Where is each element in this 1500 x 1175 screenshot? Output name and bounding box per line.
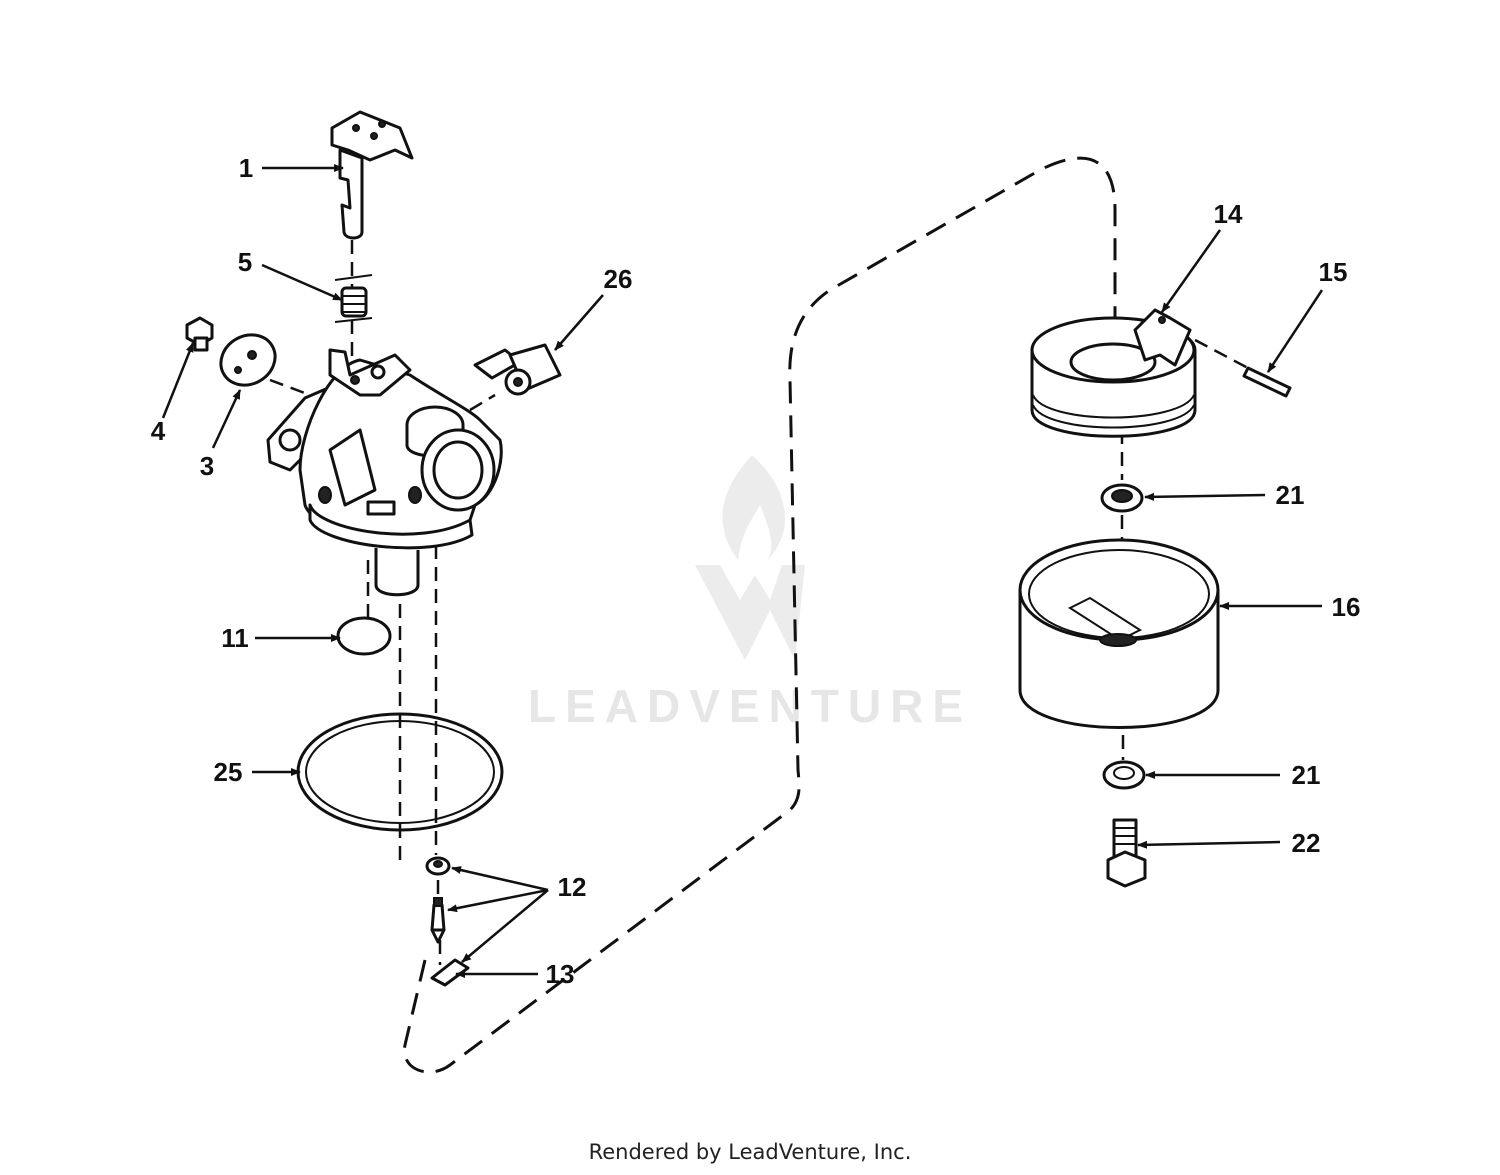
callout-14: 14 xyxy=(1214,199,1243,229)
axis-line-fitting xyxy=(469,393,496,412)
callout-12: 12 xyxy=(558,872,587,902)
part-spring xyxy=(334,274,373,323)
callout-5: 5 xyxy=(238,247,252,277)
part-carburetor-body xyxy=(266,348,503,597)
part-welch-plug xyxy=(336,616,392,656)
part-bowl-seal-upper xyxy=(1100,483,1144,513)
axis-line-needle xyxy=(434,545,442,965)
part-fuel-fitting xyxy=(473,343,562,396)
part-float-bowl xyxy=(1018,538,1220,729)
part-bowl-seal-lower xyxy=(1102,760,1146,790)
part-needle-clip xyxy=(430,958,470,987)
footer-credit: Rendered by LeadVenture, Inc. xyxy=(588,1140,912,1164)
callout-13: 13 xyxy=(546,959,575,989)
part-throttle-shaft xyxy=(330,110,414,240)
part-float xyxy=(1030,308,1197,438)
callout-leaders xyxy=(161,164,1324,978)
callout-25: 25 xyxy=(214,757,243,787)
part-screw xyxy=(185,316,214,352)
callout-21-lower: 21 xyxy=(1292,760,1321,790)
callout-11: 11 xyxy=(221,623,249,653)
axis-line-float-pin xyxy=(1194,338,1249,370)
callout-22: 22 xyxy=(1292,828,1321,858)
watermark-text: LEADVENTURE xyxy=(528,680,972,732)
watermark-logo xyxy=(695,455,805,660)
callout-16: 16 xyxy=(1332,592,1361,622)
callout-4: 4 xyxy=(151,416,166,446)
callout-26: 26 xyxy=(604,264,633,294)
part-needle-washer xyxy=(425,856,451,876)
part-bowl-bolt xyxy=(1106,818,1147,888)
part-float-pin xyxy=(1242,366,1292,398)
axis-line-cover-plate xyxy=(269,378,311,397)
callout-15: 15 xyxy=(1319,257,1348,287)
part-cover-plate xyxy=(219,333,277,387)
part-inlet-needle xyxy=(430,897,446,944)
callout-1: 1 xyxy=(239,153,253,183)
callout-3: 3 xyxy=(200,451,214,481)
callout-21-upper: 21 xyxy=(1276,480,1305,510)
assembly-connector-dashed-line xyxy=(403,156,1117,1074)
